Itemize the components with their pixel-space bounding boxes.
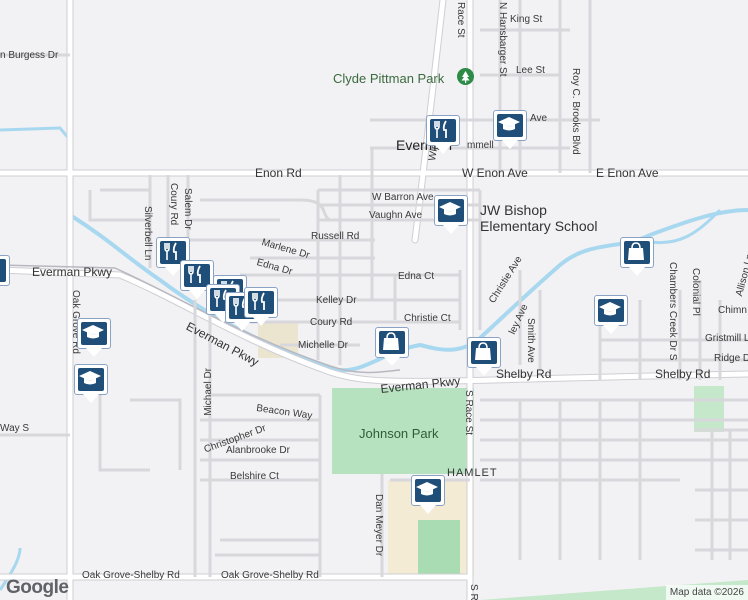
school-icon (439, 202, 461, 216)
school-marker[interactable] (594, 295, 630, 335)
marker-partial-left[interactable] (0, 255, 12, 295)
restaurant-icon (214, 289, 227, 307)
shopping-bag-icon (383, 332, 399, 350)
road-label-ave-top: Ave (530, 113, 548, 124)
school-icon (416, 482, 438, 496)
johnson-park-area (332, 388, 474, 474)
road-label-chambers-creek-dr: Chambers Creek Dr S (667, 262, 678, 361)
school-label-jw-bishop-1: JW Bishop (480, 202, 547, 218)
road-label-alanbrooke-dr: Alanbrooke Dr (226, 445, 290, 456)
road-label-way-s: Way S (0, 423, 30, 434)
road-label-michael-dr: Michael Dr (203, 368, 214, 416)
road-label-russell-rd: Russell Rd (311, 231, 360, 242)
road-label-silverbell-ln: Silverbell Ln (142, 206, 153, 261)
road-label-edna-ct: Edna Ct (398, 271, 435, 282)
road-label-oak-grove-shelby-rd-1: Oak Grove-Shelby Rd (82, 570, 180, 581)
road-label-n-race-st: Race St (455, 2, 466, 38)
school-marker[interactable] (77, 318, 113, 358)
road-label-oak-grove-shelby-rd-2: Oak Grove-Shelby Rd (221, 570, 319, 581)
road-label-roy-c-brooks-blvd: Roy C. Brooks Blvd (570, 68, 581, 155)
road-label-burgess-dr: n Burgess Dr (0, 50, 59, 61)
school-marker[interactable] (493, 110, 529, 150)
shopping-marker[interactable] (620, 237, 656, 277)
road-label-kelley-dr: Kelley Dr (316, 295, 357, 306)
school-icon (498, 117, 520, 131)
shopping-marker[interactable] (467, 337, 503, 377)
road-label-king-st: King St (510, 14, 543, 25)
shopping-bag-icon (628, 242, 644, 260)
restaurant-icon (434, 120, 447, 138)
road-label-hammell: mmell (467, 140, 494, 151)
road-label-s-race-st: S Race St (463, 390, 474, 436)
road-label-belshire-ct: Belshire Ct (230, 471, 279, 482)
road-label-dan-meyer-dr: Dan Meyer Dr (373, 494, 384, 557)
map-attribution[interactable]: Map data ©2026 (665, 585, 748, 600)
road-label-enon-rd: Enon Rd (255, 166, 302, 180)
restaurant-marker[interactable] (426, 115, 462, 155)
road-label-w-enon-ave: W Enon Ave (462, 166, 528, 180)
road-label-s-race-st-bottom: S Ra (468, 584, 479, 600)
road-label-colonial-pl: Colonial Pl (690, 268, 701, 316)
school-icon (599, 302, 621, 316)
school-icon (82, 325, 104, 339)
park-label-clyde-pittman: Clyde Pittman Park (333, 71, 445, 86)
google-logo[interactable]: Google (6, 577, 69, 598)
creek-north (0, 126, 74, 600)
road-label-e-enon-ave: E Enon Ave (596, 166, 659, 180)
road-label-michelle-dr: Michelle Dr (298, 340, 349, 351)
restaurant-icon (188, 265, 201, 283)
road-label-n-hansbarger-st: N Hansbarger St (497, 2, 508, 77)
sports-field-area (418, 520, 460, 574)
school-marker-jw-bishop[interactable] (434, 195, 470, 235)
road-label-coury-rd: Coury Rd (310, 317, 353, 328)
road-label-coury-rd-vertical: Coury Rd (168, 183, 179, 226)
road-label-shelby-rd-east: Shelby Rd (655, 367, 711, 381)
road-label-christie-ct: Christie Ct (404, 313, 451, 324)
park-label-johnson: Johnson Park (359, 426, 439, 441)
road-label-smith-ave: Smith Ave (525, 318, 536, 363)
road-label-chimney: Chimn (718, 305, 747, 316)
school-icon (79, 371, 101, 385)
road-label-ridge-dr: Ridge Dr (714, 353, 748, 364)
shopping-marker[interactable] (375, 327, 411, 367)
school-label-jw-bishop-2: Elementary School (480, 218, 598, 234)
park-area-right (694, 386, 724, 432)
railway (0, 264, 401, 374)
shopping-bag-icon (475, 342, 491, 360)
creek-sw (0, 547, 22, 591)
road-label-lee-st: Lee St (516, 65, 545, 76)
school-marker[interactable] (411, 475, 447, 515)
park-tree-icon (457, 68, 474, 85)
road-label-vaughn-ave: Vaughn Ave (369, 210, 423, 221)
restaurant-icon (164, 242, 177, 260)
road-label-salem-dr: Salem Dr (182, 188, 193, 230)
area-label-hamlet: HAMLET (447, 467, 498, 479)
restaurant-icon (252, 292, 265, 310)
road-label-gristmill-ln: Gristmill Ln (705, 333, 748, 344)
road-label-everman-pkwy-west: Everman Pkwy (32, 265, 113, 279)
road-label-shelby-rd: Shelby Rd (496, 367, 552, 381)
road-label-w-barron-ave: W Barron Ave (372, 192, 434, 203)
restaurant-marker[interactable] (244, 287, 280, 327)
school-marker[interactable] (74, 364, 110, 404)
